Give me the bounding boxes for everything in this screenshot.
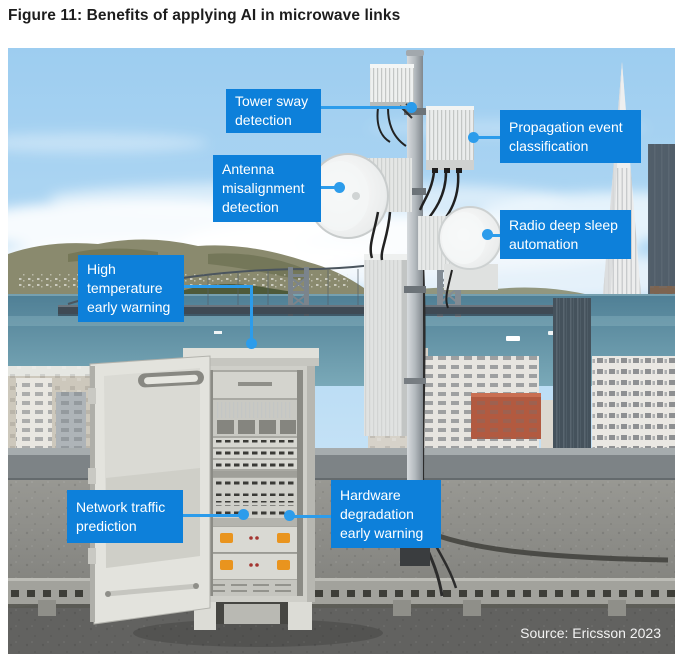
pole xyxy=(407,54,423,540)
connector-line-high-temperature-h xyxy=(181,285,253,288)
roof-cable-run xyxy=(421,527,669,563)
antenna-mast xyxy=(307,50,669,597)
connector-dot-antenna-misalignment xyxy=(334,182,345,193)
callout-network-traffic-prediction: Network traffic prediction xyxy=(67,490,183,543)
connector-line-antenna-misalignment xyxy=(318,186,340,189)
battery-units xyxy=(213,527,297,579)
callout-label: Propagation event classification xyxy=(509,118,623,154)
connector-dot-high-temperature xyxy=(246,338,257,349)
callout-label: Antenna misalignment detection xyxy=(222,161,305,215)
callout-propagation-event-classification: Propagation event classification xyxy=(500,110,641,163)
connector-line-tower-sway xyxy=(318,106,410,109)
callout-label: Hardware degradation early warning xyxy=(340,486,424,541)
callout-tower-sway-detection: Tower sway detection xyxy=(226,89,321,133)
callout-label: Network traffic prediction xyxy=(76,498,166,534)
callout-label: High temperature early warning xyxy=(87,261,171,315)
cabinet-leg xyxy=(288,602,312,630)
microwave-dish-left xyxy=(307,153,412,261)
connector-dot-propagation xyxy=(468,132,479,143)
microwave-dish-lower xyxy=(418,206,502,309)
source-credit: Source: Ericsson 2023 xyxy=(520,625,661,641)
figure-photo: Tower sway detection Antenna misalignmen… xyxy=(8,48,675,654)
mid-microwave-radio xyxy=(418,106,474,237)
connector-line-hardware-degradation xyxy=(289,515,333,518)
callout-antenna-misalignment-detection: Antenna misalignment detection xyxy=(213,155,321,222)
connector-line-network-traffic xyxy=(180,514,243,517)
door-handle-slot xyxy=(138,370,204,388)
connector-line-propagation xyxy=(475,136,502,139)
connector-dot-radio-sleep xyxy=(482,229,493,240)
connector-dot-network-traffic xyxy=(238,509,249,520)
callout-hardware-degradation-early-warning: Hardware degradation early warning xyxy=(331,480,441,548)
connector-line-radio-sleep xyxy=(488,234,502,237)
connector-dot-hardware-degradation xyxy=(284,510,295,521)
figure-title: Figure 11: Benefits of applying AI in mi… xyxy=(8,7,401,24)
callout-radio-deep-sleep-automation: Radio deep sleep automation xyxy=(500,210,631,259)
door-stay-arm xyxy=(105,583,199,597)
connector-line-high-temperature-v xyxy=(250,285,253,345)
bridge-deck xyxy=(58,305,588,314)
rack-servers xyxy=(213,438,297,526)
callout-high-temperature-early-warning: High temperature early warning xyxy=(78,255,184,322)
callout-label: Tower sway detection xyxy=(235,93,309,128)
connector-dot-tower-sway xyxy=(406,102,417,113)
callout-label: Radio deep sleep automation xyxy=(509,216,618,252)
